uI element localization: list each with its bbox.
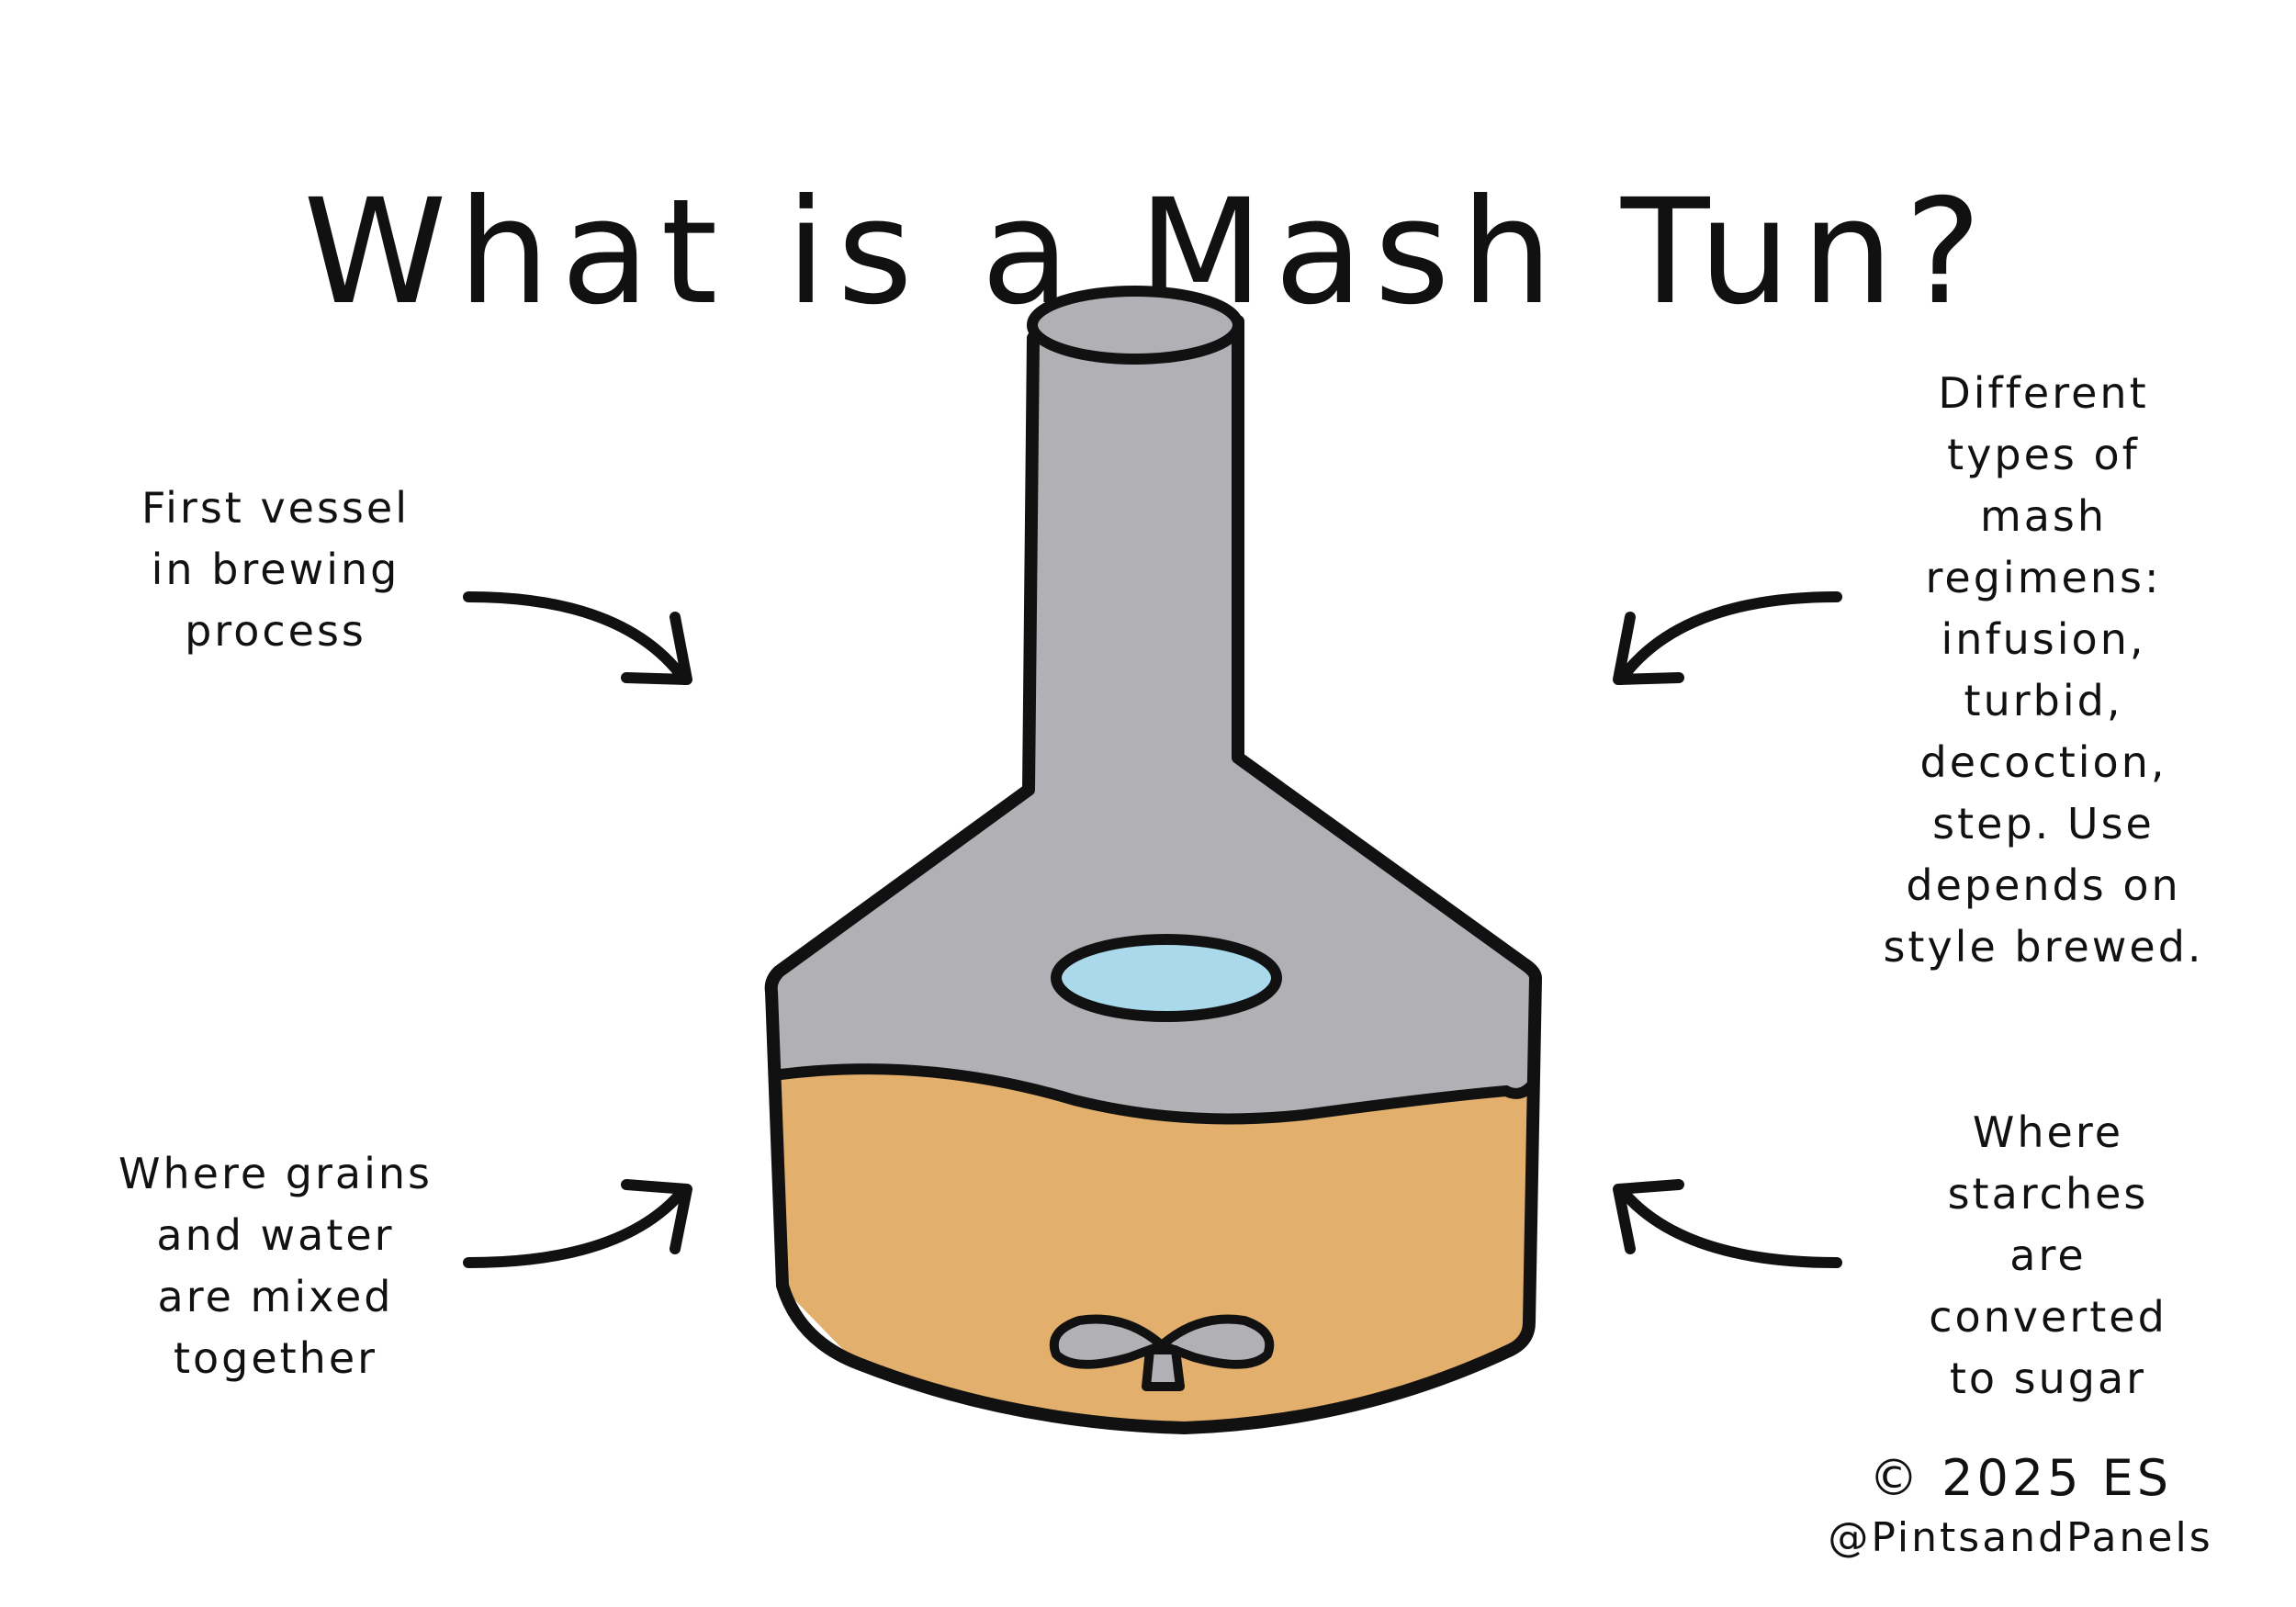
mash-liquid xyxy=(781,1071,1534,1428)
annotation-grains-and-water: Where grains and water are mixed togethe… xyxy=(73,1143,478,1389)
annotation-line: infusion, xyxy=(1941,614,2146,664)
annotation-mash-regimens: Different types of mash regimens: infusi… xyxy=(1846,363,2241,978)
author-credit: © 2025 ES @PintsandPanels xyxy=(1773,1446,2268,1566)
mash-tun-steel-body xyxy=(776,288,1534,1129)
arrow-top-right xyxy=(1613,591,1842,685)
arrow-bottom-left xyxy=(463,1179,692,1268)
annotation-line: style brewed. xyxy=(1883,922,2204,972)
annotation-line: are xyxy=(2009,1231,2087,1280)
annotation-line: step. Use xyxy=(1932,799,2155,848)
copyright-notice: © 2025 ES xyxy=(1868,1449,2173,1507)
annotation-line: together xyxy=(173,1333,378,1383)
annotation-line: depends on xyxy=(1906,860,2181,910)
annotation-line: process xyxy=(185,606,366,656)
mash-tun-outline xyxy=(764,315,1542,1434)
annotation-line: are mixed xyxy=(157,1272,394,1321)
annotation-starch-conversion: Where starches are converted to sugar xyxy=(1874,1102,2223,1410)
sight-glass-window xyxy=(1051,934,1282,1022)
annotation-line: starches xyxy=(1947,1169,2149,1219)
mash-surface-line xyxy=(775,1063,1537,1125)
annotation-line: Different xyxy=(1938,368,2149,418)
annotation-line: in brewing xyxy=(151,545,400,594)
annotation-line: to sugar xyxy=(1949,1354,2147,1403)
annotation-first-vessel: First vessel in brewing process xyxy=(73,478,478,662)
arrow-top-left xyxy=(463,591,692,685)
annotation-line: First vessel xyxy=(141,483,410,533)
annotation-line: decoction, xyxy=(1919,737,2167,787)
annotation-line: types of xyxy=(1947,430,2140,479)
annotation-line: Where xyxy=(1972,1107,2124,1157)
annotation-line: Where grains xyxy=(118,1149,433,1198)
annotation-line: turbid, xyxy=(1964,676,2123,725)
social-handle: @PintsandPanels xyxy=(1828,1514,2213,1561)
mash-tun-top-opening xyxy=(1027,286,1244,365)
annotation-line: and water xyxy=(156,1210,395,1260)
impeller xyxy=(1049,1314,1275,1391)
annotation-line: converted xyxy=(1929,1292,2167,1342)
annotation-line: mash xyxy=(1979,491,2108,541)
annotation-line: regimens: xyxy=(1925,553,2162,602)
arrow-bottom-right xyxy=(1613,1179,1842,1268)
